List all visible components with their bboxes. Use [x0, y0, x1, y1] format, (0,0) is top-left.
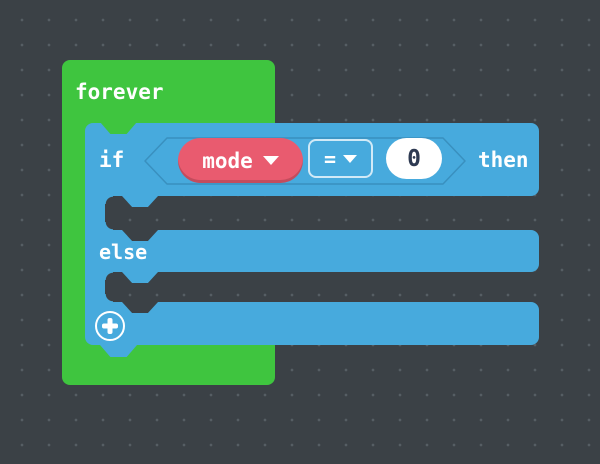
mouth-concave-corner — [105, 294, 113, 302]
block-notch-slot — [122, 302, 158, 313]
block-notch-tab — [122, 196, 158, 207]
mouth-concave-corner — [105, 222, 113, 230]
mouth-concave-corner — [105, 196, 113, 204]
else-keyword-label: else — [99, 240, 148, 264]
number-input-value: 0 — [407, 145, 421, 172]
if-keyword-label: if — [99, 148, 125, 172]
mouth-concave-corner — [105, 272, 113, 280]
forever-block-label: forever — [75, 80, 164, 104]
if-block-end-row[interactable] — [85, 302, 539, 345]
dropdown-arrow-icon — [343, 154, 358, 163]
condition-slot-outline — [144, 137, 466, 185]
block-notch-tab — [100, 345, 137, 357]
variable-dropdown[interactable]: mode — [178, 138, 303, 183]
block-notch-tab — [100, 122, 137, 134]
block-notch-tab — [122, 272, 158, 283]
expand-if-button[interactable] — [95, 311, 125, 341]
operator-dropdown[interactable]: = — [308, 139, 373, 178]
block-notch-slot — [122, 230, 158, 241]
variable-dropdown-label: mode — [202, 148, 253, 173]
forever-block-top[interactable] — [62, 60, 275, 123]
if-block-else-row[interactable] — [85, 230, 539, 272]
number-input[interactable]: 0 — [386, 138, 442, 179]
plus-icon — [107, 318, 113, 334]
forever-block-spine[interactable] — [62, 122, 85, 345]
forever-block-bottom[interactable] — [62, 345, 275, 385]
then-keyword-label: then — [478, 148, 529, 172]
dropdown-arrow-icon — [262, 156, 279, 165]
operator-dropdown-label: = — [323, 146, 337, 171]
